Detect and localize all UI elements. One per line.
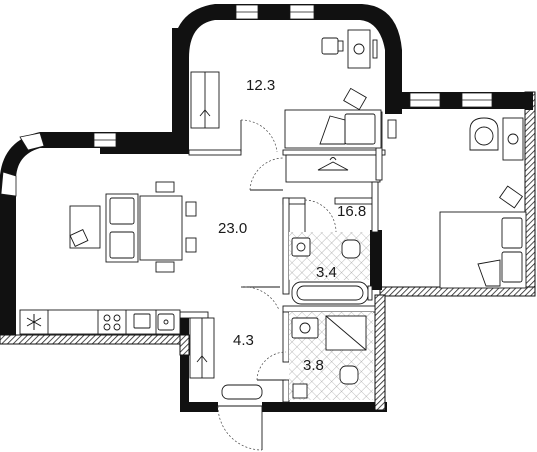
room-area-bedroom-large: 16.8 <box>337 203 366 220</box>
wc-fixtures <box>289 312 373 400</box>
living-furniture <box>19 181 197 335</box>
windows <box>0 4 493 197</box>
bedroom-large-furniture <box>387 117 527 289</box>
bedroom-small-furniture <box>190 29 382 171</box>
bathroom-fixtures <box>289 232 373 305</box>
room-area-bathroom: 3.4 <box>316 264 337 281</box>
room-area-living-kitchen: 23.0 <box>218 220 247 237</box>
snowflake-icon <box>26 314 42 330</box>
doors <box>217 119 337 451</box>
room-area-bedroom-small: 12.3 <box>246 77 275 94</box>
room-labels: 12.3 23.0 16.8 3.4 4.3 3.8 <box>218 77 366 374</box>
room-area-wc: 3.8 <box>303 357 324 374</box>
room-area-hallway: 4.3 <box>233 332 254 349</box>
hallway-fixtures <box>189 317 263 400</box>
hanger-icon <box>317 157 349 171</box>
